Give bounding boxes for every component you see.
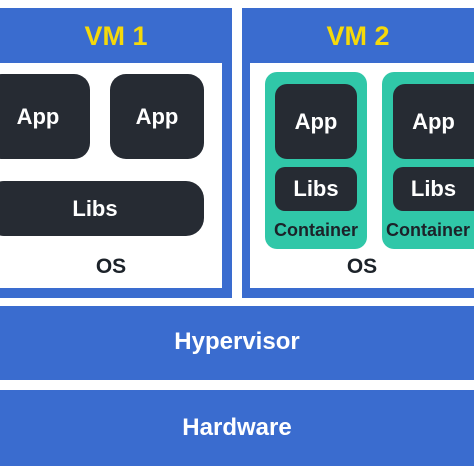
vm2-container-right-libs: Libs xyxy=(393,167,474,211)
vm1-app-right: App xyxy=(110,74,204,159)
hypervisor-label: Hypervisor xyxy=(174,328,300,355)
vm2-container-right-label: Container xyxy=(386,220,471,240)
hypervisor-band xyxy=(0,306,474,380)
vm1-app-left: App xyxy=(0,74,90,159)
vm1-title: VM 1 xyxy=(84,21,148,51)
vm2-os-label: OS xyxy=(346,255,378,278)
vm2-container-left-app: App xyxy=(275,84,357,159)
vm2-title: VM 2 xyxy=(326,21,390,51)
hardware-label: Hardware xyxy=(182,414,292,441)
vm2-container-left-label: Container xyxy=(273,220,358,240)
vm2-container-left-libs: Libs xyxy=(275,167,357,211)
vm1-libs: Libs xyxy=(0,181,204,236)
vm1-os-label: OS xyxy=(95,255,127,278)
hardware-band xyxy=(0,390,474,466)
vm2-container-right-app: App xyxy=(393,84,474,159)
